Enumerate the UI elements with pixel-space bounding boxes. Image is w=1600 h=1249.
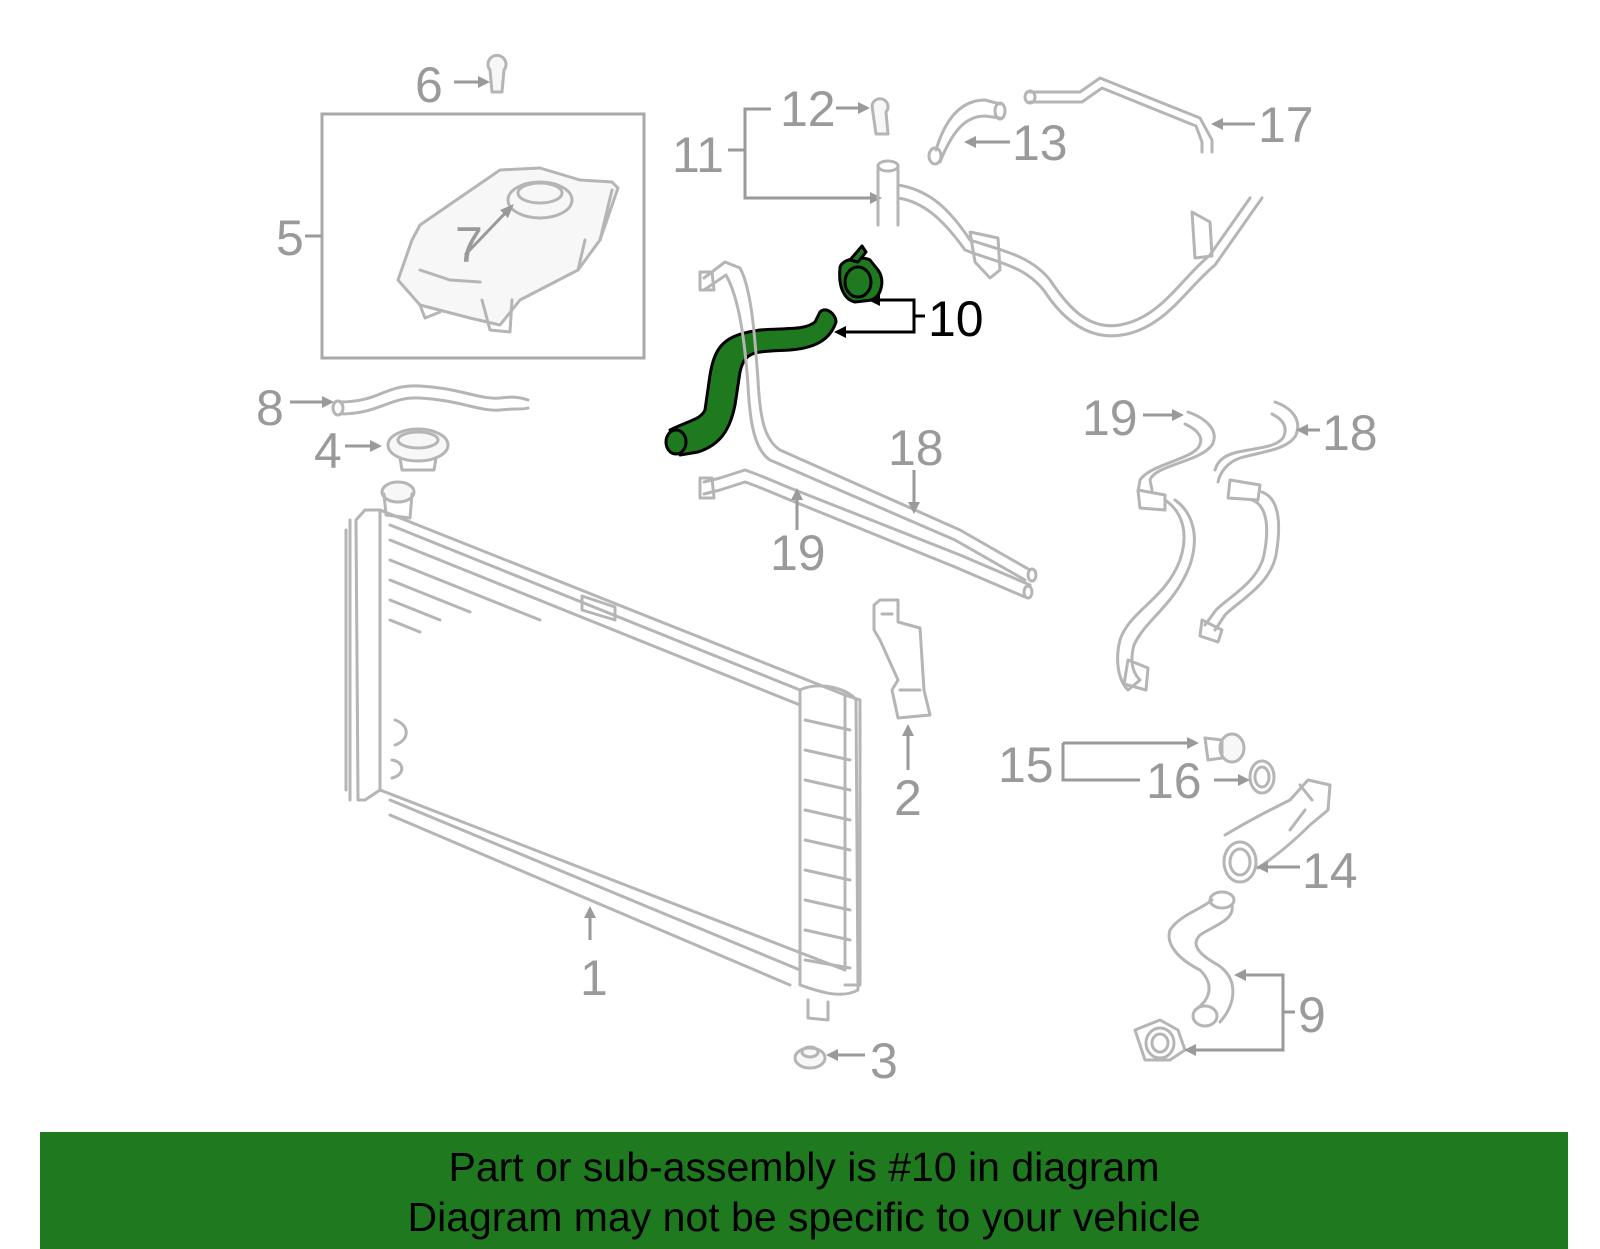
reservoir-assembly [320, 112, 646, 360]
callout-15: 15 [998, 737, 1054, 793]
callout-7: 7 [455, 217, 483, 273]
hose-clamp-9 [1133, 1018, 1187, 1062]
overflow-hose [331, 384, 530, 417]
thermostat-housing [1222, 778, 1332, 884]
lower-radiator-hose [1167, 890, 1236, 1028]
heater-outlet-pipe [876, 159, 1264, 338]
banner-disclaimer: Diagram may not be specific to your vehi… [407, 1194, 1201, 1240]
callout-19-right: 19 [1082, 390, 1138, 446]
callout-8: 8 [256, 380, 284, 436]
radiator-cap [386, 427, 450, 472]
callout-19-center: 19 [770, 525, 826, 581]
bypass-hose [927, 98, 1007, 166]
bleed-valve [870, 97, 890, 136]
callout-16: 16 [1146, 753, 1202, 809]
callout-12: 12 [780, 81, 836, 137]
callout-18-right: 18 [1322, 405, 1378, 461]
reservoir-bolt [486, 53, 508, 94]
callout-2: 2 [894, 770, 922, 826]
hose-clamp-10 [838, 244, 884, 304]
callout-14: 14 [1302, 843, 1358, 899]
callout-10: 10 [928, 291, 984, 347]
coolant-pipe [1023, 76, 1214, 154]
callout-3: 3 [870, 1033, 898, 1089]
parts-diagram: 1 2 3 4 5 6 7 8 9 10 11 12 13 14 15 16 1… [256, 53, 1378, 1089]
drain-plug [793, 1045, 827, 1070]
gasket [1248, 759, 1276, 795]
callout-1: 1 [580, 950, 608, 1006]
thermostat-housing-bolt [1203, 732, 1246, 764]
callout-18-center: 18 [888, 420, 944, 476]
mounting-bracket [872, 598, 932, 720]
callout-9: 9 [1298, 987, 1326, 1043]
upper-radiator-hose [664, 308, 838, 457]
radiator [344, 480, 862, 1022]
callout-6: 6 [415, 57, 443, 113]
callout-11: 11 [672, 127, 724, 183]
callout-5: 5 [276, 210, 304, 266]
callout-13: 13 [1012, 115, 1068, 171]
heater-pipes-center [698, 260, 1038, 600]
heater-pipes-right [1116, 400, 1300, 692]
info-banner: Part or sub-assembly is #10 in diagram D… [40, 1132, 1568, 1249]
callout-4: 4 [314, 423, 342, 479]
callout-17: 17 [1258, 97, 1314, 153]
banner-part-note: Part or sub-assembly is #10 in diagram [448, 1144, 1160, 1190]
